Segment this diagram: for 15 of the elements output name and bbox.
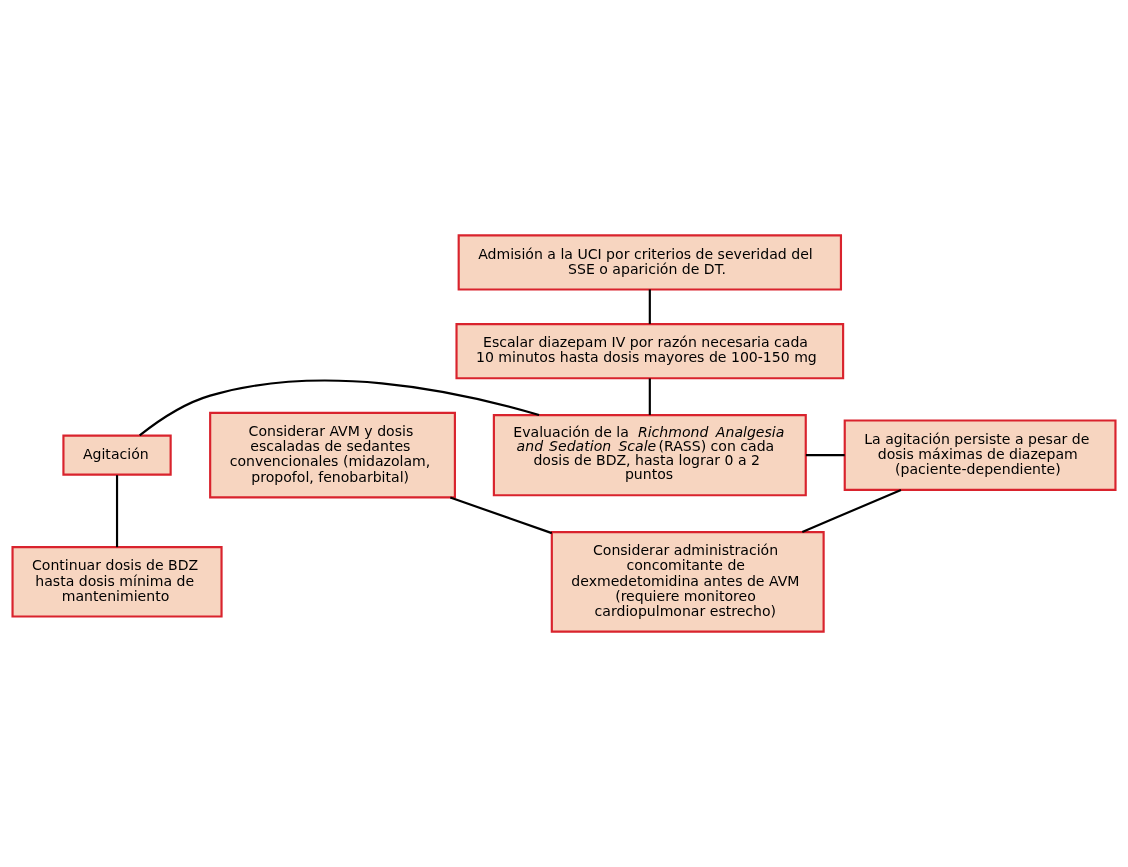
node-box: Admisión a la UCI por criterios de severidad del SSE o aparición de DT. — [457, 234, 843, 291]
node-box: Agitación — [62, 434, 172, 476]
node-box: Considerar administración concomitante de dexmedetomidina antes de AVM (requiere monitoreo cardiopulmonar estrecho) — [550, 530, 825, 633]
connector — [801, 488, 902, 533]
node-box: Considerar AVM y dosis escaladas de sedantes convencionales (midazolam, propofol, fenobarbital) — [209, 411, 456, 499]
node-box: Continuar dosis de BDZ hasta dosis mínima de mantenimiento — [11, 546, 223, 618]
connector — [115, 475, 119, 548]
connector — [139, 379, 540, 437]
connector — [648, 378, 651, 415]
connector — [805, 454, 845, 457]
connector — [449, 496, 553, 535]
node-box: Evaluación de la Richmond Analgesia and Sedation Scale (RASS) con cada dosis de BDZ, hasta lograr 0 a 2 puntos — [492, 414, 807, 497]
connector — [648, 289, 651, 324]
node-box: Escalar diazepam IV por razón necesaria cada 10 minutos hasta dosis mayores de 100-150 mg — [455, 323, 845, 380]
node-box: La agitación persiste a pesar de dosis máximas de diazepam (paciente-dependiente) — [843, 419, 1117, 491]
